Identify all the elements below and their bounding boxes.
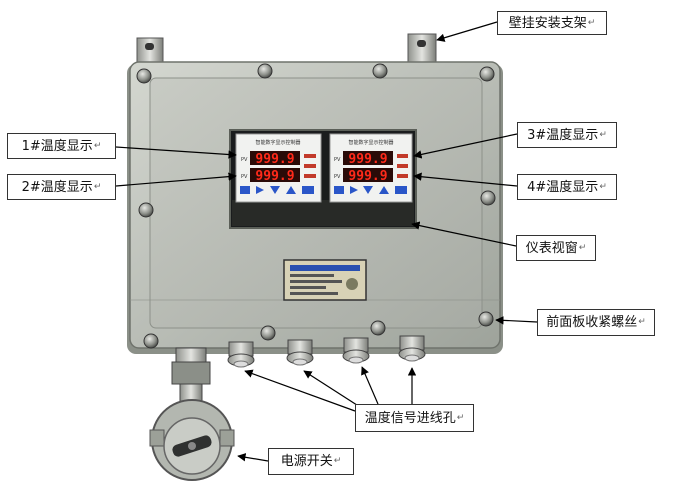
power-switch [149, 347, 235, 481]
arrow-hole-2 [303, 370, 361, 408]
cable-gland [342, 337, 370, 364]
arrow-down-button-icon [363, 186, 373, 194]
enter-button-icon [302, 186, 314, 194]
screw-icon [143, 333, 159, 349]
callout-label: 前面板收紧螺丝 [546, 315, 638, 330]
callout-label: 1#温度显示 [21, 138, 93, 154]
meter-reading-4: 999.9 [348, 169, 387, 184]
arrow-switch [237, 453, 269, 462]
callout-label: 仪表视窗 [525, 240, 578, 256]
arrow-display4 [413, 172, 518, 187]
arrow-display2 [115, 172, 237, 187]
set-button-icon [334, 186, 344, 194]
callout-display-4: 4#温度显示↵ [517, 174, 617, 200]
arrow-up-button-icon [286, 186, 296, 194]
screw-icon [138, 202, 154, 218]
svg-text:PV: PV [241, 174, 248, 180]
meter-reading-3: 999.9 [348, 152, 387, 167]
front-panel-screws [136, 63, 496, 349]
screw-icon [257, 63, 273, 79]
arrow-bracket [436, 21, 498, 42]
meter-reading-1: 999.9 [255, 152, 294, 167]
signal-cable-glands [227, 335, 426, 368]
cable-gland [286, 339, 314, 366]
callout-meter-window: 仪表视窗↵ [516, 235, 596, 261]
screw-icon [479, 66, 495, 82]
screw-icon [260, 325, 276, 341]
svg-text:PV: PV [334, 174, 341, 180]
callout-display-3: 3#温度显示↵ [517, 122, 617, 148]
meter-reading-2: 999.9 [255, 169, 294, 184]
callout-label: 壁挂安装支架 [508, 15, 587, 31]
callout-power-switch: 电源开关↵ [268, 448, 354, 475]
callout-signal-holes: 温度信号进线孔↵ [355, 404, 474, 432]
screw-icon [136, 68, 152, 84]
screw-icon [480, 190, 496, 206]
arrow-display3 [413, 133, 518, 159]
arrow-display1 [115, 146, 237, 159]
cable-gland [227, 341, 255, 368]
callout-front-panel-screws: 前面板收紧螺丝↵ [537, 309, 655, 336]
callout-label: 电源开关 [280, 454, 333, 469]
enter-button-icon [395, 186, 407, 194]
callout-display-2: 2#温度显示↵ [7, 174, 116, 200]
callout-label: 温度信号进线孔 [364, 410, 456, 426]
screw-icon [370, 320, 386, 336]
nameplate [283, 259, 367, 301]
arrow-right-button-icon [256, 186, 264, 194]
callout-label: 3#温度显示 [527, 127, 599, 143]
arrow-screws [495, 316, 538, 325]
screw-icon [372, 63, 388, 79]
arrow-up-button-icon [379, 186, 389, 194]
callout-display-1: 1#温度显示↵ [7, 133, 116, 159]
meter-title: 智能数字显示控制器 [348, 139, 393, 146]
set-button-icon [240, 186, 250, 194]
arrow-hole-3 [361, 366, 379, 405]
arrow-window [411, 221, 517, 247]
annotation-arrows [115, 21, 538, 462]
svg-text:PV: PV [241, 157, 248, 163]
temperature-meter-left: 智能数字显示控制器 PV 999.9 PV 999.9 [235, 133, 322, 203]
meter-title: 智能数字显示控制器 [255, 139, 300, 146]
arrow-right-button-icon [350, 186, 358, 194]
arrow-hole-1 [244, 369, 356, 412]
svg-text:PV: PV [334, 157, 341, 163]
callout-label: 2#温度显示 [21, 179, 93, 195]
screw-icon [478, 311, 494, 327]
callout-wall-bracket: 壁挂安装支架↵ [497, 11, 607, 35]
arrow-down-button-icon [270, 186, 280, 194]
cable-gland [398, 335, 426, 362]
callout-label: 4#温度显示 [527, 179, 599, 195]
temperature-meter-right: 智能数字显示控制器 PV 999.9 PV 999.9 [329, 133, 413, 203]
